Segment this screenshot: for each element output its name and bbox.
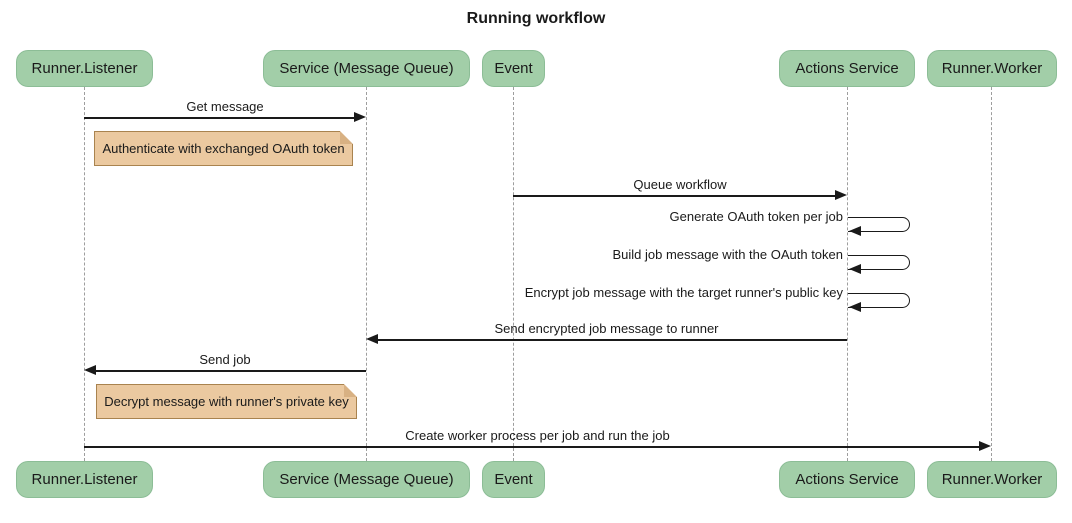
message-label-get-message: Get message [186,99,264,114]
participant-actions-service-top: Actions Service [779,50,915,87]
message-label-send-encrypted: Send encrypted job message to runner [494,321,719,336]
participant-label: Event [494,471,533,488]
message-line-send-encrypted [378,339,847,341]
participant-label: Runner.Listener [31,60,138,77]
participant-runner-worker-bottom: Runner.Worker [927,461,1057,498]
note-authenticate: Authenticate with exchanged OAuth token [94,131,353,166]
participant-event-bottom: Event [482,461,545,498]
participant-label: Service (Message Queue) [279,471,454,488]
message-line-create-worker [84,446,979,448]
self-loop-encrypt-job-message [848,293,910,308]
message-label-create-worker: Create worker process per job and run th… [405,428,670,443]
participant-label: Runner.Worker [941,471,1043,488]
lifeline-runner-worker [991,87,992,461]
message-label-encrypt-job-message: Encrypt job message with the target runn… [524,285,843,300]
participant-label: Actions Service [795,60,899,77]
message-label-send-job: Send job [199,352,251,367]
participant-service-message-queue-bottom: Service (Message Queue) [263,461,470,498]
self-loop-generate-oauth [848,217,910,232]
arrowhead-right-icon [979,441,991,451]
lifeline-runner-listener [84,87,85,461]
arrowhead-left-icon [366,334,378,344]
message-label-build-job-message: Build job message with the OAuth token [612,247,843,262]
diagram-title: Running workflow [466,10,606,27]
arrowhead-left-icon [84,365,96,375]
participant-actions-service-bottom: Actions Service [779,461,915,498]
message-line-send-job [96,370,366,372]
arrowhead-left-icon [849,302,861,312]
participant-event-top: Event [482,50,545,87]
participant-label: Actions Service [795,471,899,488]
lifeline-service-message-queue [366,87,367,461]
arrowhead-left-icon [849,264,861,274]
participant-service-message-queue-top: Service (Message Queue) [263,50,470,87]
lifeline-event [513,87,514,461]
participant-runner-listener-bottom: Runner.Listener [16,461,153,498]
message-line-get-message [84,117,355,119]
message-label-generate-oauth: Generate OAuth token per job [669,209,843,224]
participant-runner-worker-top: Runner.Worker [927,50,1057,87]
note-text: Authenticate with exchanged OAuth token [102,141,345,156]
arrowhead-left-icon [849,226,861,236]
participant-label: Service (Message Queue) [279,60,454,77]
participant-label: Event [494,60,533,77]
self-loop-build-job-message [848,255,910,270]
arrowhead-right-icon [354,112,366,122]
lifeline-actions-service [847,87,848,461]
message-line-queue-workflow [513,195,835,197]
participant-runner-listener-top: Runner.Listener [16,50,153,87]
participant-label: Runner.Worker [941,60,1043,77]
message-label-queue-workflow: Queue workflow [633,177,727,192]
participant-label: Runner.Listener [31,471,138,488]
note-text: Decrypt message with runner's private ke… [104,394,349,409]
arrowhead-right-icon [835,190,847,200]
note-decrypt: Decrypt message with runner's private ke… [96,384,357,419]
